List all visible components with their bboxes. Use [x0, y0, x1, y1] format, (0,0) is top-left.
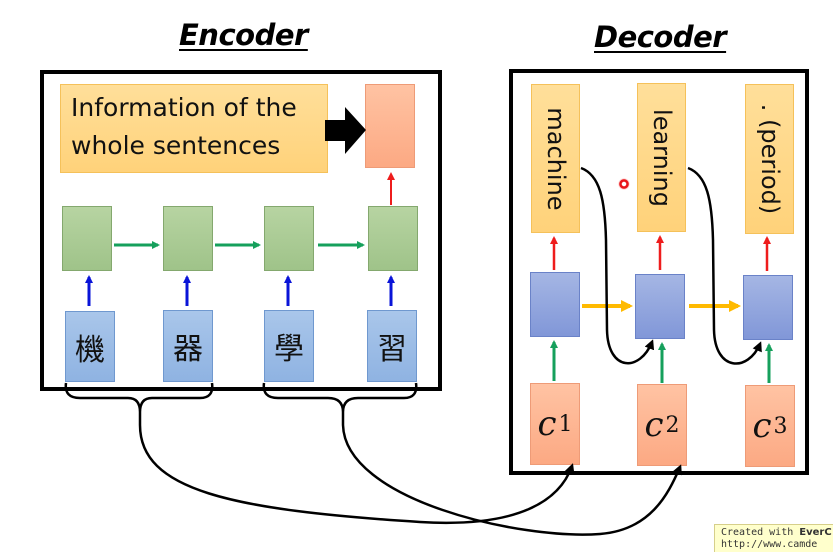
encoder-cell-1 [62, 206, 112, 271]
feedback-arrow-1 [580, 166, 655, 365]
context-2-base: c [644, 405, 664, 445]
decoder-title: Decoder [594, 20, 727, 54]
decoder-output-1: machine [531, 84, 580, 233]
decoder-cell-1 [530, 272, 580, 337]
input-group-brace-3 [262, 382, 418, 413]
context-1-sup: 1 [558, 411, 573, 437]
encoder-summary-vector [365, 84, 415, 168]
encoder-input-2: 器 [163, 310, 213, 382]
watermark-brand: EverC [799, 527, 832, 538]
input-group-brace-1 [64, 382, 214, 413]
decoder-output-2: learning [637, 83, 686, 232]
summary-label-text: Information of the whole sentences [71, 89, 297, 165]
decoder-output-3: . (period) [745, 84, 794, 234]
summary-label-line1: Information of the [71, 93, 297, 122]
summary-label-line2: whole sentences [71, 131, 281, 160]
encoder-cell-2 [163, 206, 213, 271]
encoder-frame [40, 70, 442, 391]
laser-pointer-icon [618, 178, 630, 190]
context-3-sup: 3 [773, 413, 788, 439]
feedback-arrow-2 [687, 166, 762, 365]
encoder-title: Encoder [179, 18, 308, 52]
context-2-sup: 2 [665, 412, 680, 438]
encoder-cell-4 [368, 206, 418, 271]
watermark: Created with EverC http://www.camde [714, 524, 833, 552]
encoder-input-3: 學 [264, 310, 314, 382]
summary-label-box: Information of the whole sentences [60, 84, 328, 173]
watermark-prefix: Created with [721, 527, 800, 538]
input-group-brace-2 [213, 383, 303, 398]
decoder-cell-3 [743, 275, 793, 340]
group-2-to-context-2-connector [341, 412, 682, 536]
encoder-input-4: 習 [367, 310, 417, 382]
encoder-cell-3 [264, 206, 314, 271]
group-1-to-context-1-connector [138, 412, 575, 525]
decoder-frame [509, 69, 809, 475]
context-1-base: c [537, 404, 557, 444]
summary-block-arrow [325, 107, 366, 154]
decoder-cell-2 [635, 274, 685, 339]
watermark-line2: http://www.camde [721, 539, 818, 550]
watermark-line1: Created with EverC [721, 527, 833, 539]
encoder-input-1: 機 [65, 311, 115, 382]
context-3-base: c [752, 406, 772, 446]
